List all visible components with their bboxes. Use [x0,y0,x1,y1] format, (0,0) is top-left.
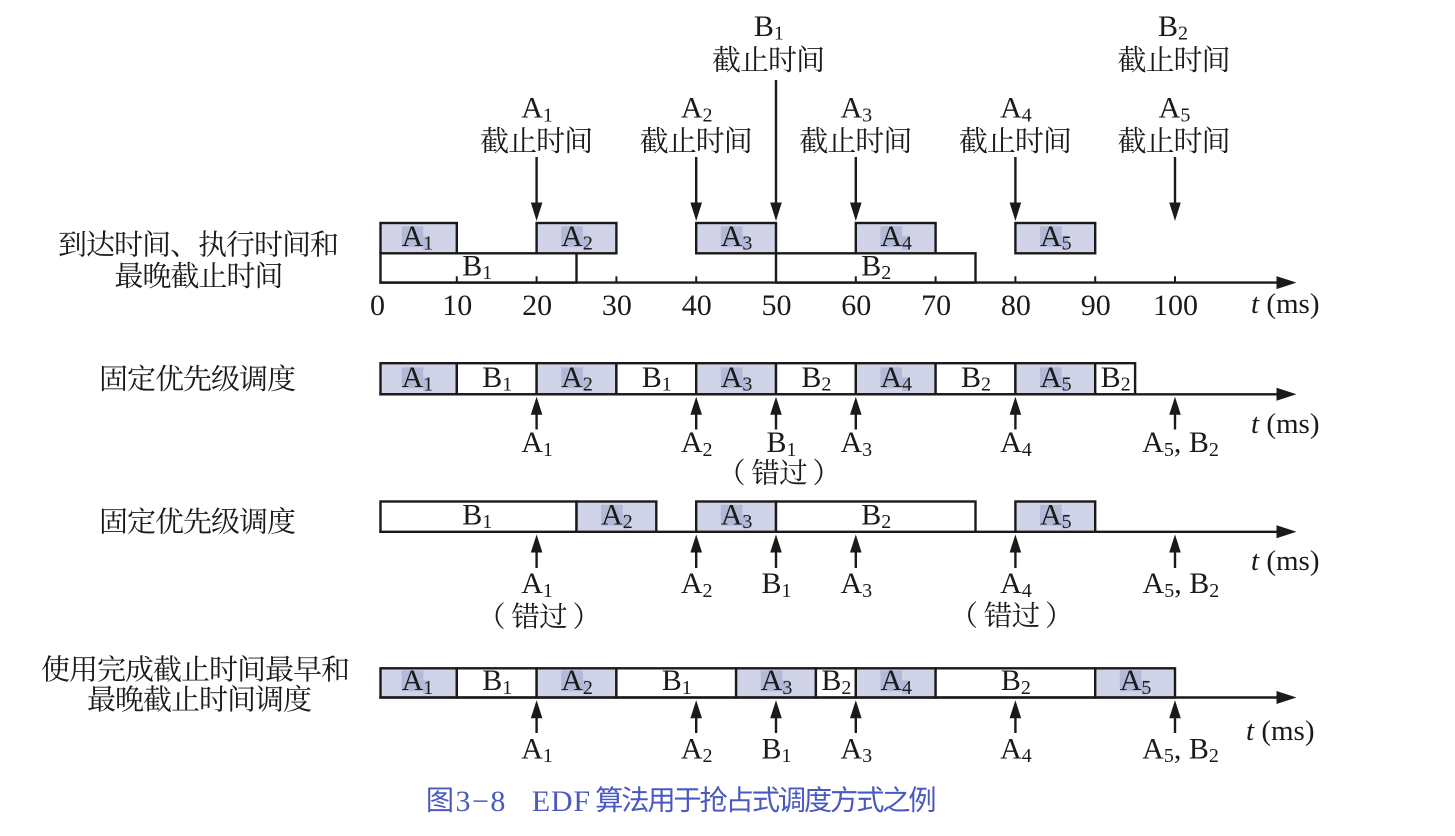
svg-text:3−8: 3−8 [456,785,507,818]
svg-text:40: 40 [682,289,712,322]
svg-text:B2: B2 [801,361,831,396]
svg-text:B2: B2 [961,361,991,396]
svg-text:B1: B1 [754,10,784,45]
svg-text:B2: B2 [1158,10,1188,45]
svg-text:A3: A3 [840,92,872,127]
svg-text:A1: A1 [521,426,553,461]
svg-text:A3: A3 [840,426,872,461]
svg-text:A2: A2 [681,732,713,767]
svg-text:B1: B1 [761,732,791,767]
svg-text:B1: B1 [482,664,512,699]
svg-text:B2: B2 [861,498,891,533]
svg-text:B1: B1 [761,567,791,602]
svg-text:A3: A3 [840,567,872,602]
svg-text:A2: A2 [601,498,633,533]
svg-text:A2: A2 [561,361,593,396]
svg-text:B2: B2 [1001,664,1031,699]
svg-text:A1: A1 [521,732,553,767]
svg-text:A3: A3 [721,220,753,255]
svg-text:A4: A4 [1000,92,1032,127]
svg-text:t (ms): t (ms) [1251,288,1319,320]
svg-text:A1: A1 [402,664,434,699]
svg-text:A5: A5 [1040,361,1072,396]
svg-text:A2: A2 [561,220,593,255]
svg-text:A5: A5 [1120,664,1152,699]
svg-text:20: 20 [522,289,552,322]
svg-text:A2: A2 [681,567,713,602]
svg-text:A4: A4 [880,361,912,396]
svg-text:A1: A1 [521,92,553,127]
svg-text:A4: A4 [1000,567,1032,602]
svg-text:A3: A3 [761,664,793,699]
svg-text:A5, B2: A5, B2 [1143,567,1220,602]
svg-text:B2: B2 [1101,361,1131,396]
svg-text:A1: A1 [521,567,553,602]
svg-text:t (ms): t (ms) [1251,408,1319,440]
svg-text:A5, B2: A5, B2 [1142,732,1219,767]
svg-text:A5: A5 [1040,498,1072,533]
svg-text:A3: A3 [721,498,753,533]
svg-text:t (ms): t (ms) [1251,545,1319,577]
svg-text:A1: A1 [402,361,434,396]
svg-text:EDF: EDF [532,785,591,818]
svg-text:90: 90 [1081,289,1111,322]
svg-text:A4: A4 [880,664,912,699]
svg-text:A3: A3 [721,361,753,396]
svg-text:A2: A2 [681,426,713,461]
svg-text:B1: B1 [462,498,492,533]
svg-text:50: 50 [762,289,792,322]
svg-text:30: 30 [602,289,632,322]
svg-text:60: 60 [841,289,871,322]
svg-text:A1: A1 [402,220,434,255]
svg-text:A4: A4 [1000,426,1032,461]
svg-text:t (ms): t (ms) [1246,715,1314,747]
svg-text:A5: A5 [1159,92,1191,127]
svg-text:B2: B2 [821,664,851,699]
svg-text:0: 0 [370,289,385,322]
svg-text:B1: B1 [642,361,672,396]
svg-text:A2: A2 [561,664,593,699]
svg-text:100: 100 [1153,289,1198,322]
svg-text:A4: A4 [880,220,912,255]
svg-text:A4: A4 [1000,732,1032,767]
svg-text:B2: B2 [861,249,891,284]
svg-text:A3: A3 [840,732,872,767]
svg-text:B1: B1 [482,361,512,396]
svg-text:70: 70 [921,289,951,322]
svg-text:B1: B1 [766,426,796,461]
svg-text:80: 80 [1001,289,1031,322]
svg-text:B1: B1 [662,664,692,699]
svg-text:A5, B2: A5, B2 [1142,426,1219,461]
svg-text:A5: A5 [1040,220,1072,255]
svg-text:10: 10 [442,289,472,322]
svg-text:B1: B1 [462,249,492,284]
svg-text:A2: A2 [681,92,713,127]
